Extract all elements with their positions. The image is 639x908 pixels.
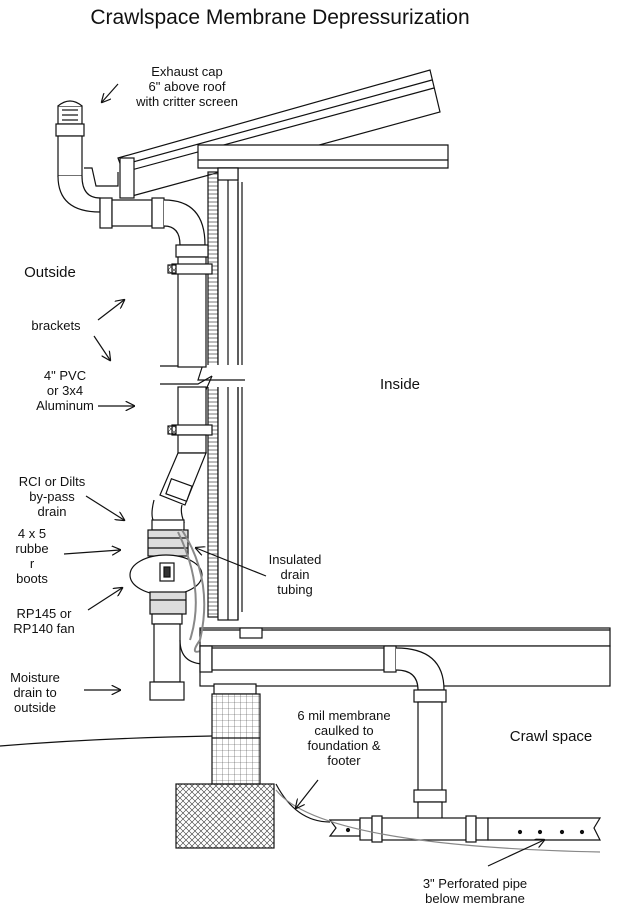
fan-assembly [129, 519, 206, 701]
label-bypass-drain: RCI or Dilts by-pass drain [18, 474, 86, 519]
insulated-tubing [181, 529, 211, 653]
label-exhaust-cap: Exhaust cap 6" above roof with critter s… [136, 64, 238, 109]
ground-line [0, 735, 213, 747]
pointer-arrows [63, 83, 544, 867]
perforated-pipe [328, 815, 602, 843]
label-insulated-tubing: Insulated drain tubing [268, 552, 322, 597]
label-moisture-drain: Moisture drain to outside [10, 670, 60, 715]
diagram-title: Crawlspace Membrane Depressurization [90, 6, 470, 29]
label-crawl-space: Crawl space [509, 728, 593, 745]
membrane-line [275, 783, 331, 823]
roof [117, 69, 449, 199]
exterior-wall [160, 167, 250, 621]
label-perforated-pipe: 3" Perforated pipe below membrane [422, 876, 528, 906]
crawl-pipe [199, 645, 447, 823]
label-membrane: 6 mil membrane caulked to foundation & f… [297, 708, 391, 768]
label-brackets: brackets [31, 318, 81, 333]
label-rubber-boots: 4 x 5 rubbe r boots [15, 526, 49, 586]
foundation [175, 683, 275, 849]
exhaust-pipe [55, 100, 213, 523]
label-pipe-material: 4" PVC or 3x4 Aluminum [36, 368, 94, 413]
label-inside: Inside [379, 376, 421, 393]
label-fan: RP145 or RP140 fan [13, 606, 75, 636]
label-outside: Outside [24, 264, 76, 281]
